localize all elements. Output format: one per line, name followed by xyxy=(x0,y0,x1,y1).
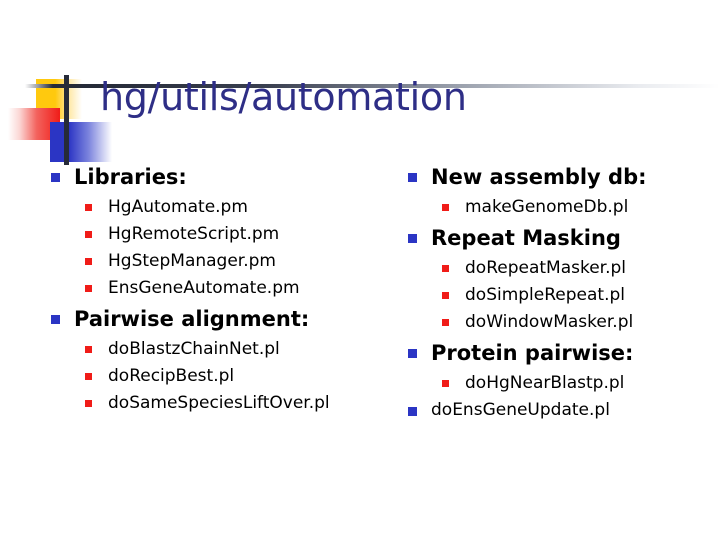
bullet-sublist: makeGenomeDb.pl xyxy=(439,194,717,221)
square-bullet-icon xyxy=(442,319,449,326)
logo-blue-square xyxy=(50,122,112,162)
bullet-level2-item[interactable]: doSameSpeciesLiftOver.pl xyxy=(82,390,398,417)
bullet-sublist: doRepeatMasker.pl doSimpleRepeat.pl doWind… xyxy=(439,255,717,336)
bullet-level1-item[interactable]: Pairwise alignment: xyxy=(48,302,398,336)
bullet-level2-label: doSimpleRepeat.pl xyxy=(465,285,625,305)
bullet-level1-label: doEnsGeneUpdate.pl xyxy=(431,400,610,420)
square-bullet-icon xyxy=(442,380,449,387)
bullet-level1-item[interactable]: Repeat Masking xyxy=(405,221,717,255)
logo-red-square xyxy=(8,108,60,140)
logo-vertical-line xyxy=(64,75,69,165)
bullet-level2-label: doRecipBest.pl xyxy=(108,366,235,386)
square-bullet-icon xyxy=(85,204,92,211)
bullet-level1-item[interactable]: Libraries: xyxy=(48,160,398,194)
bullet-level2-item[interactable]: doRepeatMasker.pl xyxy=(439,255,717,282)
bullet-level2-item[interactable]: doHgNearBlastp.pl xyxy=(439,370,717,397)
bullet-level2-label: HgAutomate.pm xyxy=(108,197,248,217)
bullet-sublist: doHgNearBlastp.pl xyxy=(439,370,717,397)
bullet-level1-label: Libraries: xyxy=(74,165,187,189)
square-bullet-icon xyxy=(85,285,92,292)
square-bullet-icon xyxy=(85,231,92,238)
bullet-level2-label: doHgNearBlastp.pl xyxy=(465,373,625,393)
bullet-level1-label: Repeat Masking xyxy=(431,226,621,250)
bullet-level2-label: makeGenomeDb.pl xyxy=(465,197,629,217)
bullet-level2-item[interactable]: doBlastzChainNet.pl xyxy=(82,336,398,363)
bullet-level1-item[interactable]: doEnsGeneUpdate.pl xyxy=(405,397,717,424)
slide-title: hg/utils/automation xyxy=(100,75,467,119)
square-bullet-icon xyxy=(442,292,449,299)
square-bullet-icon xyxy=(408,173,417,182)
bullet-level1-label: New assembly db: xyxy=(431,165,647,189)
bullet-level2-item[interactable]: HgStepManager.pm xyxy=(82,248,398,275)
square-bullet-icon xyxy=(85,258,92,265)
square-bullet-icon xyxy=(408,234,417,243)
bullet-level2-label: HgRemoteScript.pm xyxy=(108,224,280,244)
bullet-level1-label: Protein pairwise: xyxy=(431,341,634,365)
bullet-level2-label: doRepeatMasker.pl xyxy=(465,258,627,278)
bullet-level2-label: doWindowMasker.pl xyxy=(465,312,634,332)
bullet-level2-label: doBlastzChainNet.pl xyxy=(108,339,280,359)
bullet-level2-label: HgStepManager.pm xyxy=(108,251,276,271)
bullet-level2-item[interactable]: EnsGeneAutomate.pm xyxy=(82,275,398,302)
square-bullet-icon xyxy=(442,265,449,272)
square-bullet-icon xyxy=(85,400,92,407)
square-bullet-icon xyxy=(51,173,60,182)
square-bullet-icon xyxy=(442,204,449,211)
bullet-level2-item[interactable]: doSimpleRepeat.pl xyxy=(439,282,717,309)
square-bullet-icon xyxy=(85,346,92,353)
bullet-level2-label: doSameSpeciesLiftOver.pl xyxy=(108,393,330,413)
bullet-level2-item[interactable]: makeGenomeDb.pl xyxy=(439,194,717,221)
bullet-level1-label: Pairwise alignment: xyxy=(74,307,310,331)
bullet-level2-item[interactable]: HgRemoteScript.pm xyxy=(82,221,398,248)
bullet-level1-item[interactable]: New assembly db: xyxy=(405,160,717,194)
square-bullet-icon xyxy=(85,373,92,380)
bullet-level1-item[interactable]: Protein pairwise: xyxy=(405,336,717,370)
logo-horizontal-rule xyxy=(25,84,720,88)
square-bullet-icon xyxy=(51,315,60,324)
bullet-level2-item[interactable]: doWindowMasker.pl xyxy=(439,309,717,336)
square-bullet-icon xyxy=(408,407,417,416)
bullet-level2-item[interactable]: HgAutomate.pm xyxy=(82,194,398,221)
bullet-level2-item[interactable]: doRecipBest.pl xyxy=(82,363,398,390)
bullet-sublist: doBlastzChainNet.pl doRecipBest.pl doSameS… xyxy=(82,336,398,417)
square-bullet-icon xyxy=(408,349,417,358)
bullet-level2-label: EnsGeneAutomate.pm xyxy=(108,278,300,298)
